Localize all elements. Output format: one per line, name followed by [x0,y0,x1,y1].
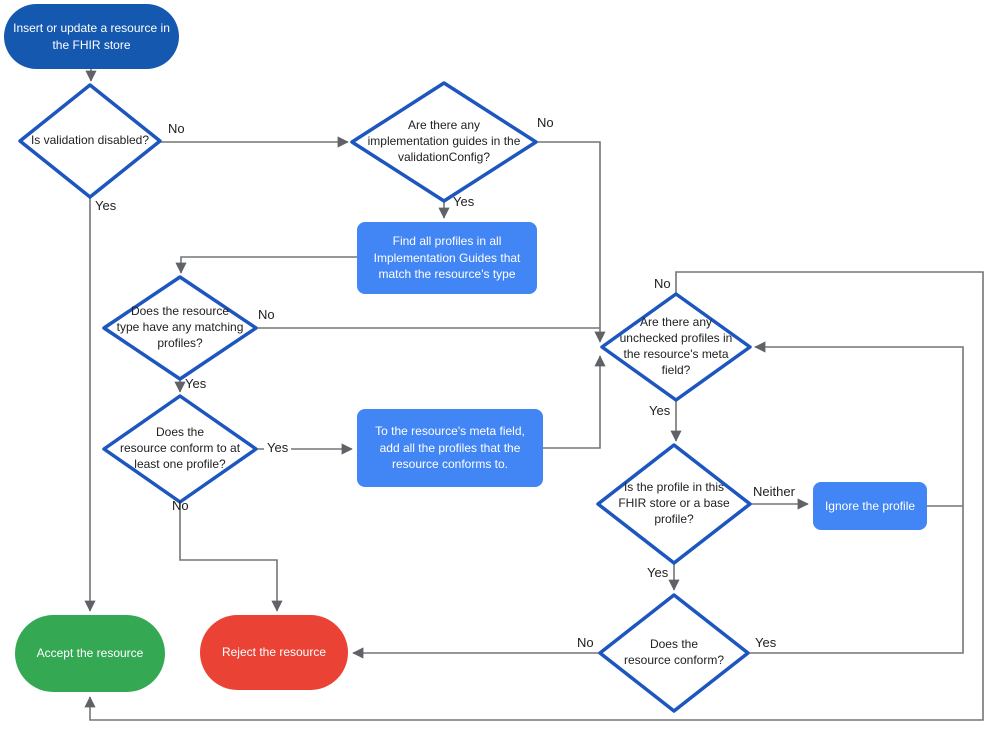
edge-add-profiles-to-unchecked [543,355,606,449]
edge-label-conform-one-yes: Yes [264,440,292,455]
edge-conform-one-no [179,502,283,612]
edge-label-profile-in-store-neither: Neither [753,484,795,499]
edge-label-implementation-guides-no: No [537,115,554,130]
edge-does-conform-yes-loop [748,341,964,654]
edge-find-profiles-to-matching-profiles [175,256,357,274]
process-find-profiles: Find all profiles in all Implementation … [357,222,537,294]
edge-unchecked-profiles-no-loop [84,271,984,721]
edge-implementation-guides-no [536,141,606,343]
edge-label-implementation-guides-yes: Yes [453,194,475,209]
edge-label-validation-disabled-yes: Yes [95,198,117,213]
accept-node: Accept the resource [15,615,165,692]
process-add-profiles: To the resource's meta field, add all th… [357,409,543,487]
process-ignore-profile: Ignore the profile [813,482,927,530]
decision-matching-profiles [102,275,258,381]
edge-label-matching-profiles-yes: Yes [185,376,207,391]
reject-node: Reject the resource [200,615,348,690]
edge-label-profile-in-store-yes: Yes [647,565,669,580]
edge-label-validation-disabled-no: No [168,121,185,136]
edge-label-conform-one-no: No [172,498,189,513]
decision-unchecked-profiles [600,292,752,402]
edge-label-matching-profiles-no: No [258,307,275,322]
edge-label-unchecked-profiles-no: No [654,276,671,291]
decision-validation-disabled [18,83,162,199]
decision-does-conform [598,593,750,713]
edge-label-unchecked-profiles-yes: Yes [649,403,671,418]
edge-label-does-conform-yes: Yes [755,635,777,650]
edge-label-does-conform-no: No [577,635,594,650]
decision-implementation-guides [350,81,538,203]
start-node: Insert or update a resource in the FHIR … [4,4,179,69]
decision-conform-one [102,394,258,504]
decision-profile-in-store [596,443,752,565]
